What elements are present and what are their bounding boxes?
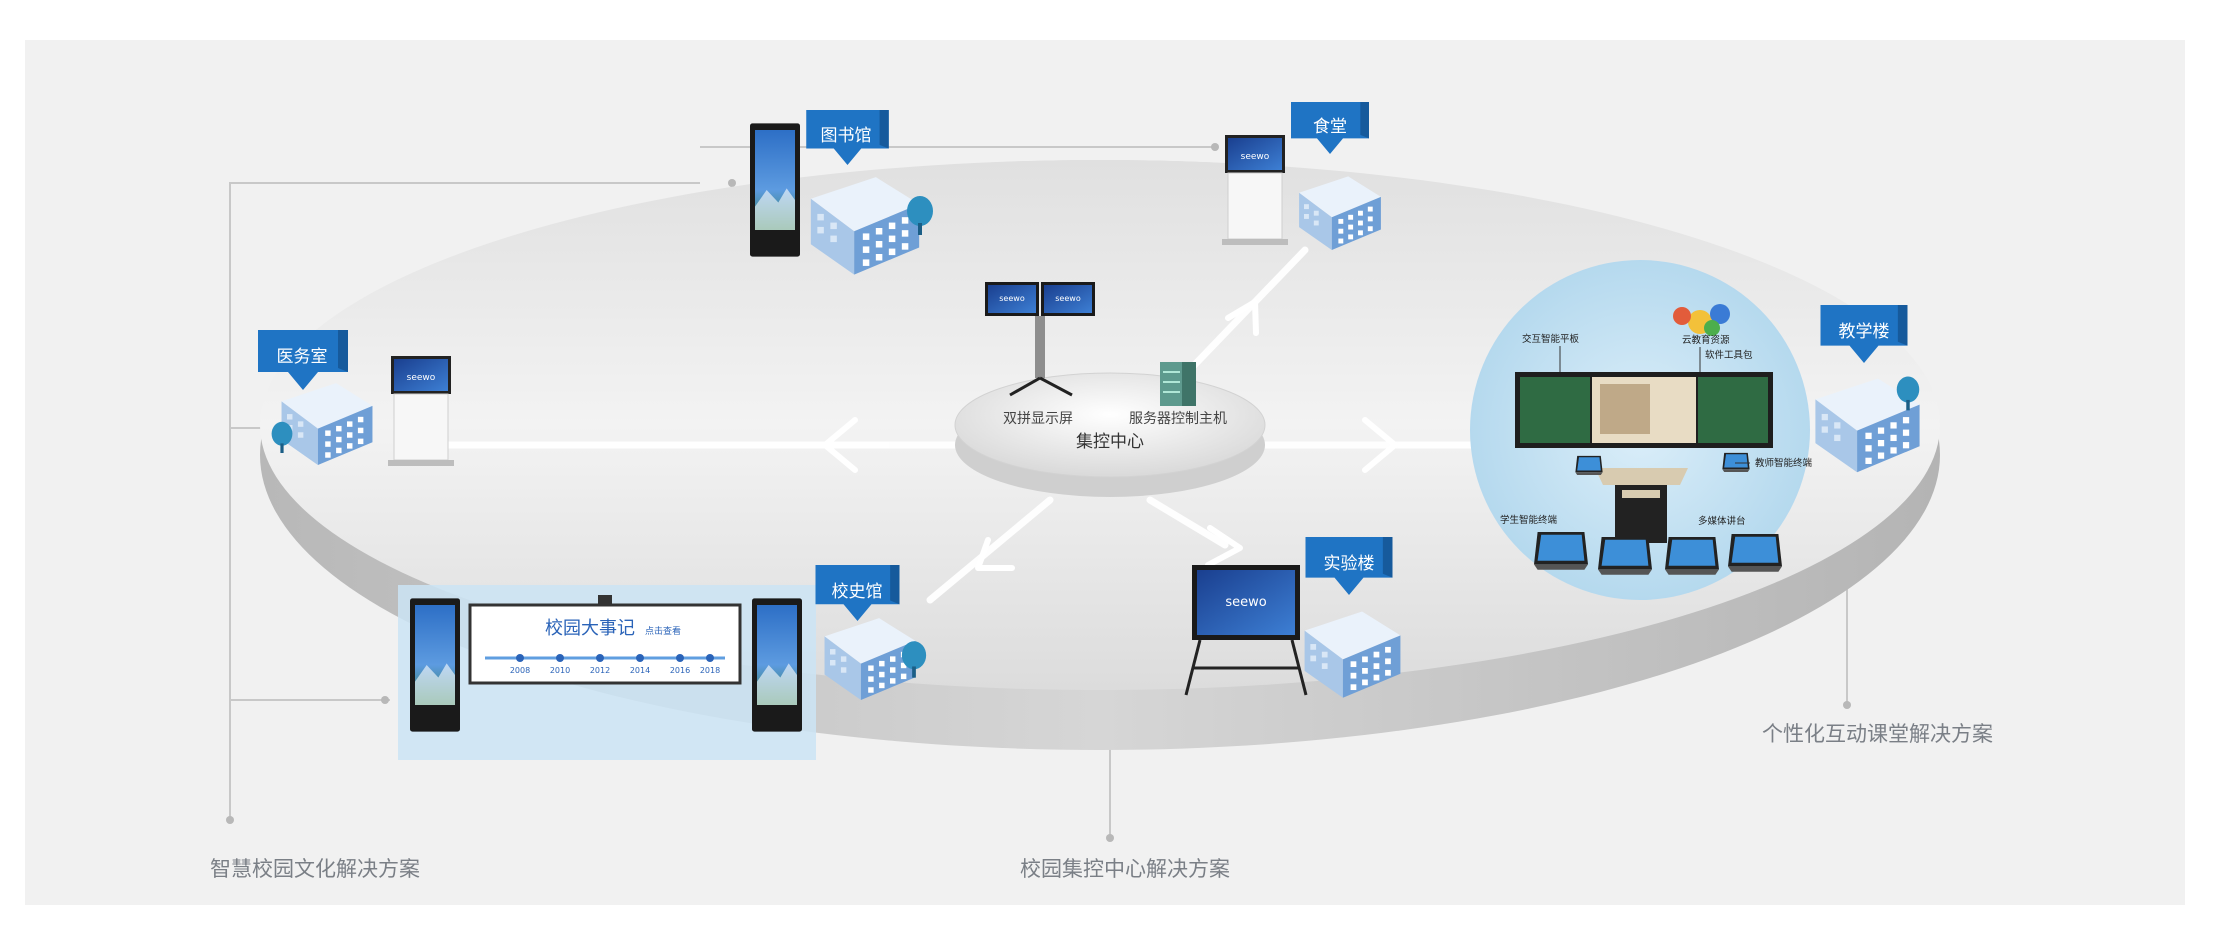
hub-spokes xyxy=(436,246,1504,604)
screen-brand: seewo xyxy=(1225,595,1266,610)
history-right-kiosk xyxy=(752,598,802,732)
student-tablet xyxy=(1598,537,1652,575)
cloud-resources-icon xyxy=(1673,304,1730,336)
lectern-label: 多媒体讲台 xyxy=(1698,515,1746,527)
control-solution-label: 校园集控中心解决方案 xyxy=(1020,857,1230,881)
student-tablet xyxy=(1728,534,1782,572)
lab-label: 实验楼 xyxy=(1324,554,1375,574)
lab-smart-screen xyxy=(1184,565,1308,696)
timeline-year: 2012 xyxy=(590,666,610,675)
timeline-years: 2008 2010 2012 2014 2016 2018 xyxy=(510,654,720,675)
interactive-blackboard xyxy=(1515,372,1773,448)
culture-solution-label: 智慧校园文化解决方案 xyxy=(210,857,420,881)
screen-brand: seewo xyxy=(407,373,436,383)
teaching-label: 教学楼 xyxy=(1839,322,1890,342)
teacher-tablet xyxy=(1722,452,1750,472)
student-terminal-label: 学生智能终端 xyxy=(1500,514,1558,526)
teacher-tablet xyxy=(1575,455,1603,475)
timeline-year: 2010 xyxy=(550,666,570,675)
teacher-lectern xyxy=(1595,468,1688,543)
timeline-subtitle: 点击查看 xyxy=(645,625,681,637)
screen-brand: seewo xyxy=(999,294,1025,303)
server-label: 服务器控制主机 xyxy=(1129,411,1227,427)
cloud-resources-label: 云教育资源 xyxy=(1682,334,1730,346)
student-tablet xyxy=(1534,532,1588,570)
history-left-kiosk xyxy=(410,598,460,732)
student-tablet xyxy=(1665,537,1719,575)
screen-brand: seewo xyxy=(1241,152,1270,162)
timeline-year: 2014 xyxy=(630,666,650,675)
control-center-title: 集控中心 xyxy=(1076,432,1144,452)
server-host xyxy=(1160,362,1196,406)
timeline-board xyxy=(468,603,742,685)
timeline-title: 校园大事记 xyxy=(545,618,635,639)
timeline-year: 2016 xyxy=(670,666,690,675)
library-label: 图书馆 xyxy=(821,126,872,146)
teacher-terminal-label: 教师智能终端 xyxy=(1755,457,1813,469)
timeline-year: 2008 xyxy=(510,666,530,675)
dual-screen-label: 双拼显示屏 xyxy=(1003,411,1073,427)
interactive-panel-label: 交互智能平板 xyxy=(1522,333,1580,345)
screen-brand: seewo xyxy=(1055,294,1081,303)
library-kiosk xyxy=(750,123,800,257)
classroom-solution-label: 个性化互动课堂解决方案 xyxy=(1762,722,1993,746)
history-hall-label: 校史馆 xyxy=(832,582,883,602)
software-tools-label: 软件工具包 xyxy=(1705,349,1753,361)
dual-screen-display xyxy=(985,282,1095,397)
timeline-year: 2018 xyxy=(700,666,720,675)
cafeteria-label: 食堂 xyxy=(1313,117,1347,137)
clinic-label: 医务室 xyxy=(277,347,328,367)
